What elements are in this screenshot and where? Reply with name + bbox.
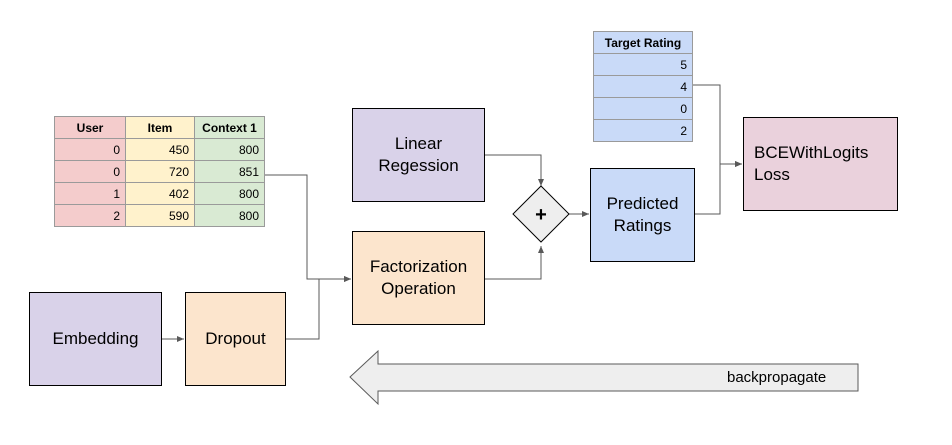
loss-label: BCEWithLogits Loss xyxy=(754,143,869,184)
table-row: 1 402 800 xyxy=(54,182,265,205)
embedding-label: Embedding xyxy=(52,329,139,348)
user-cell: 0 xyxy=(54,160,126,183)
table-row: 0 720 851 xyxy=(54,160,265,183)
loss-node: BCEWithLogits Loss xyxy=(743,117,898,211)
table-header-user: User xyxy=(54,116,126,139)
factorization-label: Factorization Operation xyxy=(369,257,468,298)
dropout-node: Dropout xyxy=(185,292,286,386)
table-row: 4 xyxy=(593,75,693,98)
table-header-item: Item xyxy=(125,116,195,139)
context-cell: 800 xyxy=(194,204,265,227)
table-row: 2 590 800 xyxy=(54,204,265,227)
context-cell: 800 xyxy=(194,182,265,205)
item-cell: 402 xyxy=(125,182,195,205)
table-row: 0 450 800 xyxy=(54,138,265,161)
item-cell: 450 xyxy=(125,138,195,161)
target-cell: 4 xyxy=(593,75,693,98)
linear-regression-node: Linear Regession xyxy=(352,108,485,202)
dropout-label: Dropout xyxy=(205,329,266,348)
table-header-context: Context 1 xyxy=(194,116,265,139)
user-item-context-table: User Item Context 1 0 450 800 0 720 851 … xyxy=(54,116,265,227)
linear-to-plus-arrow xyxy=(484,154,544,186)
table-row: 0 xyxy=(593,97,693,120)
backpropagate-arrow xyxy=(349,349,859,406)
target-cell: 5 xyxy=(593,53,693,76)
target-rating-table: Target Rating 5 4 0 2 xyxy=(593,31,693,142)
target-cell: 2 xyxy=(593,119,693,142)
table-row: 2 xyxy=(593,119,693,142)
table-to-factorization-arrow xyxy=(264,174,351,282)
factorization-node: Factorization Operation xyxy=(352,231,485,325)
context-cell: 851 xyxy=(194,160,265,183)
target-to-loss-arrow xyxy=(692,84,742,167)
backpropagate-label: backpropagate xyxy=(727,369,827,386)
predicted-to-loss-arrow xyxy=(694,161,742,215)
target-cell: 0 xyxy=(593,97,693,120)
user-cell: 1 xyxy=(54,182,126,205)
user-cell: 2 xyxy=(54,204,126,227)
context-cell: 800 xyxy=(194,138,265,161)
embedding-node: Embedding xyxy=(29,292,162,386)
item-cell: 590 xyxy=(125,204,195,227)
dropout-to-factorization-arrow xyxy=(286,276,351,340)
target-rating-header: Target Rating xyxy=(593,31,693,54)
predicted-ratings-node: Predicted Ratings xyxy=(590,168,695,262)
item-cell: 720 xyxy=(125,160,195,183)
factorization-to-plus-arrow xyxy=(484,246,544,280)
plus-diamond xyxy=(512,185,570,243)
user-cell: 0 xyxy=(54,138,126,161)
linear-regression-label: Linear Regession xyxy=(378,134,459,175)
table-row: 5 xyxy=(593,53,693,76)
predicted-ratings-label: Predicted Ratings xyxy=(606,194,679,235)
plus-symbol: + xyxy=(535,204,547,226)
